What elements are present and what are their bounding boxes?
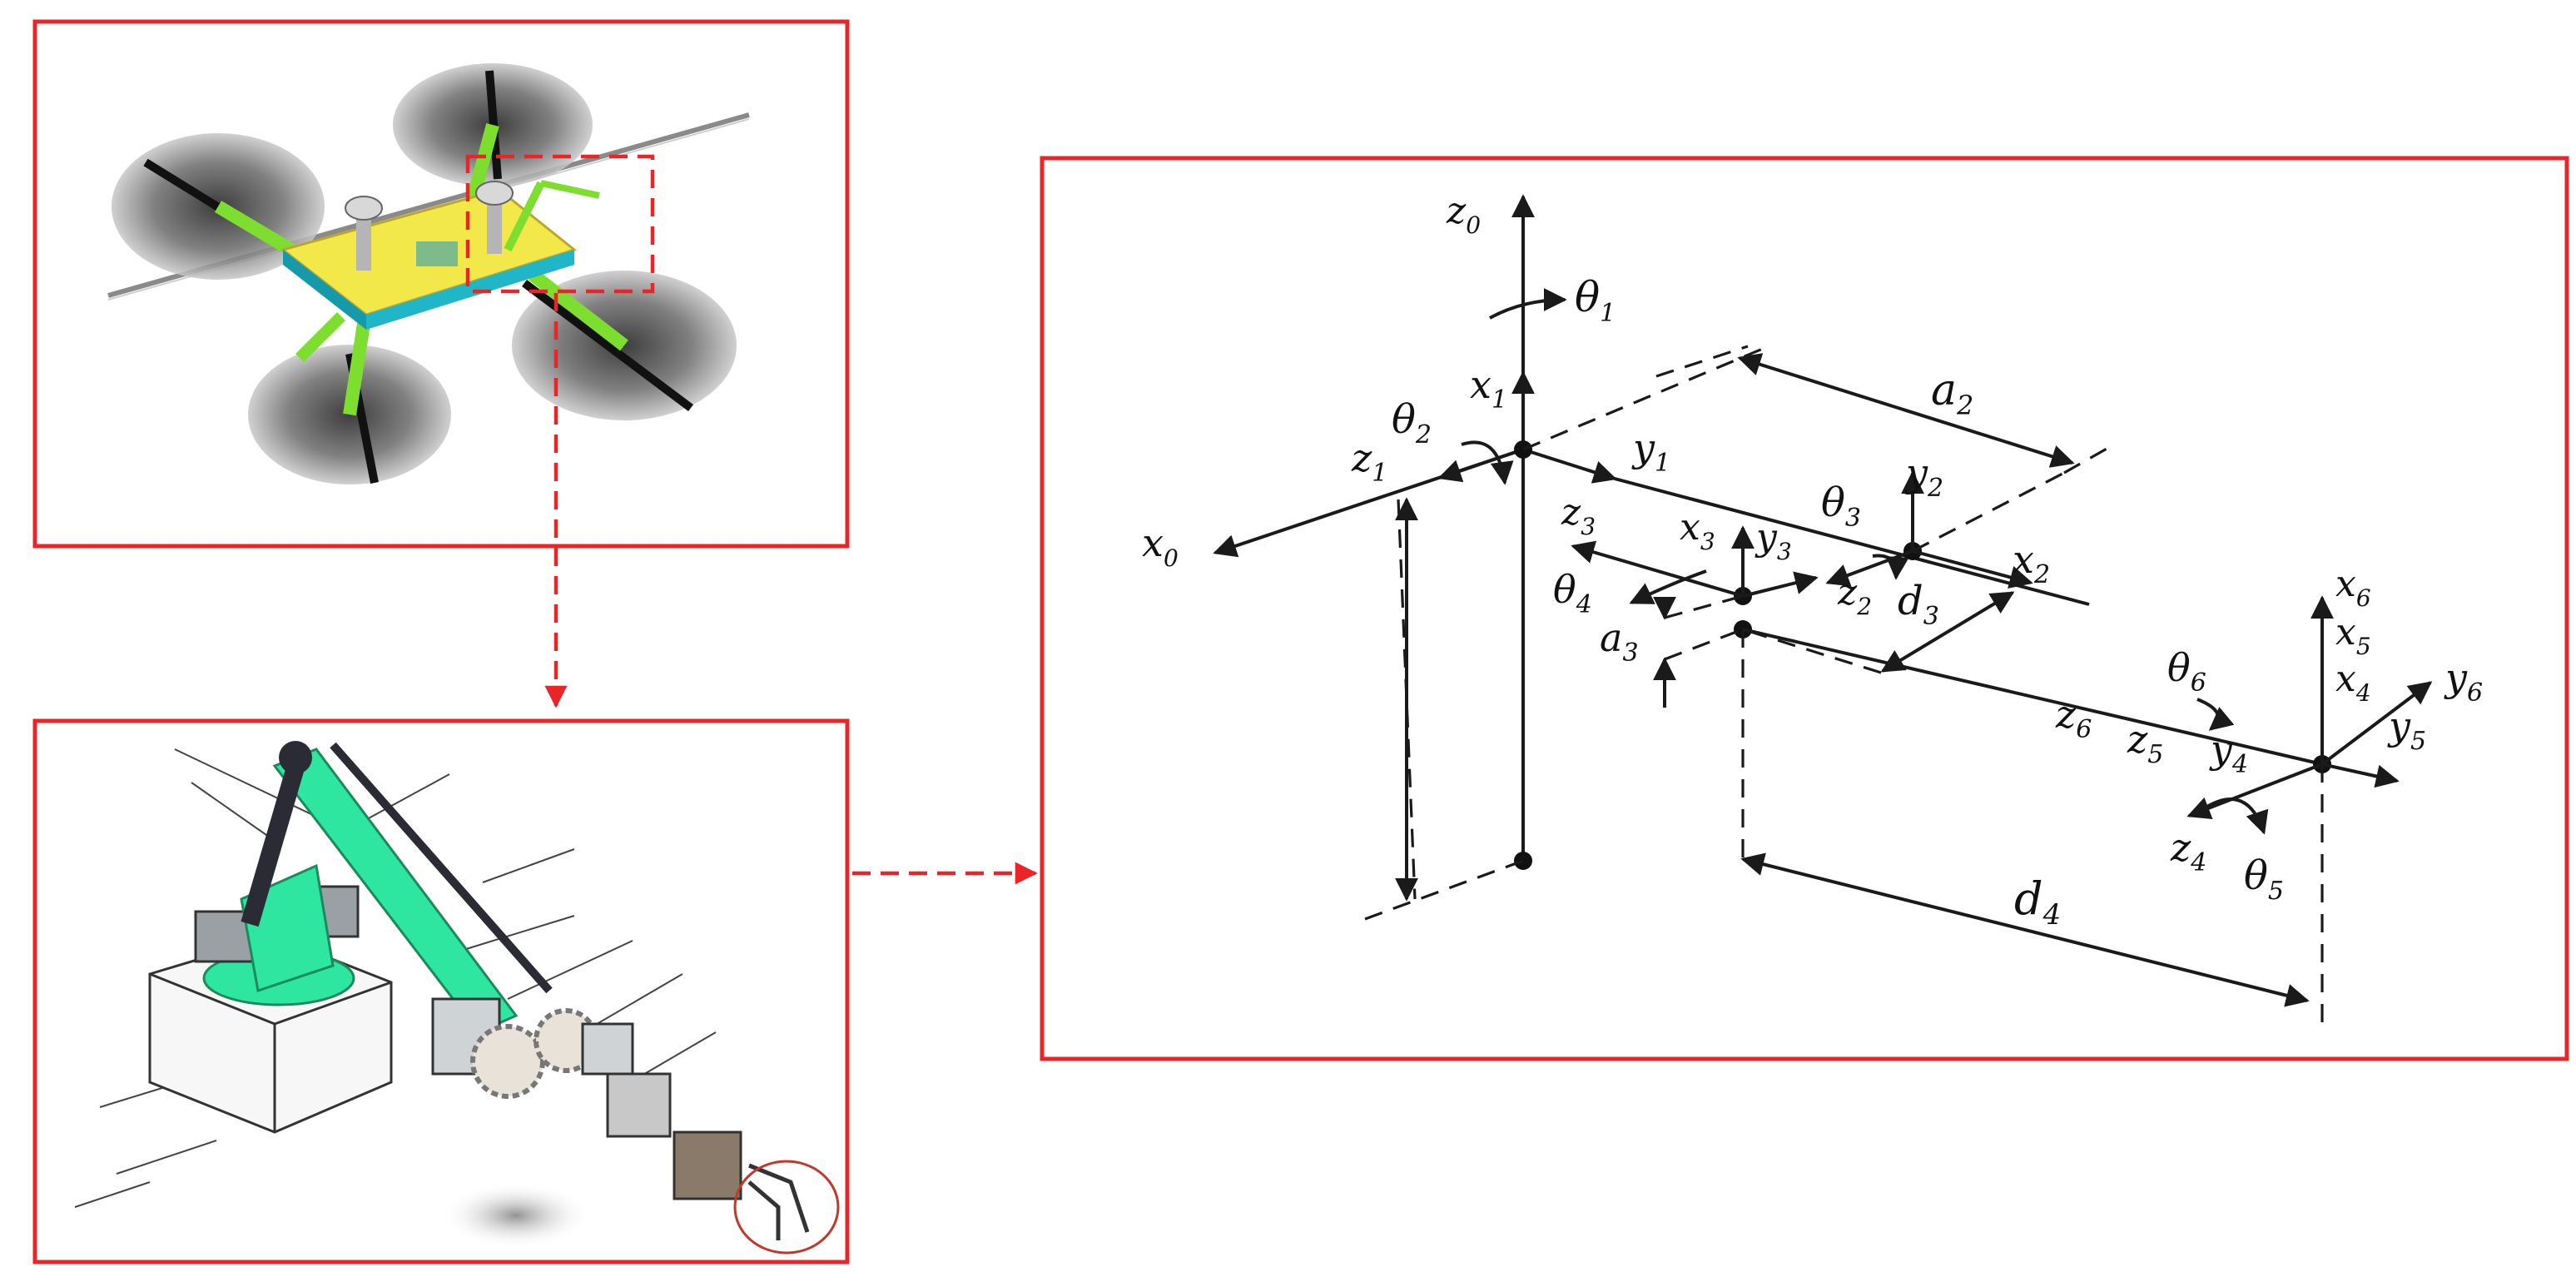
link-4-line — [1742, 628, 2323, 766]
label-theta6: θ6 — [2167, 645, 2206, 698]
label-y6: y6 — [2444, 655, 2483, 708]
label-z0: z0 — [1446, 190, 1481, 239]
label-x6: x6 — [2335, 563, 2371, 612]
theta4-rotation-arrow — [1629, 569, 1707, 604]
label-x0: x0 — [1142, 520, 1179, 572]
label-z2: z2 — [1837, 571, 1872, 620]
y6-axis — [2320, 681, 2433, 766]
arm-render-panel — [32, 718, 850, 1265]
y1-axis — [1522, 448, 1617, 484]
y5-axis — [2321, 763, 2400, 788]
z3-axis — [1571, 540, 1744, 598]
y3-axis — [1742, 571, 1819, 598]
label-y1: y1 — [1631, 425, 1670, 478]
drone-render-panel — [32, 19, 850, 549]
gear-icon — [470, 1024, 545, 1099]
label-d4: d4 — [2014, 872, 2061, 932]
arm-panel-frame — [32, 718, 850, 1265]
label-z4: z4 — [2170, 825, 2206, 877]
label-z1: z1 — [1351, 435, 1387, 488]
end-effector-block — [673, 1130, 742, 1200]
label-a2: a2 — [1931, 365, 1973, 421]
label-y4: y4 — [2209, 727, 2248, 779]
label-x2: x2 — [2013, 537, 2050, 589]
d3-dimension-arrow — [1880, 591, 2015, 673]
drone-panel-frame — [32, 19, 850, 549]
label-y3: y3 — [1755, 516, 1792, 565]
label-x4: x4 — [2335, 658, 2371, 707]
label-z3: z3 — [1561, 491, 1596, 540]
label-x3: x3 — [1680, 506, 1715, 555]
a2-dimension-arrow — [1737, 353, 2075, 468]
label-d3: d3 — [1898, 578, 1939, 631]
label-x5: x5 — [2335, 611, 2371, 660]
z4-axis — [2186, 763, 2323, 819]
label-theta1: θ1 — [1575, 273, 1616, 328]
label-theta5: θ5 — [2244, 852, 2284, 906]
diagram-panel-frame — [1040, 156, 2569, 1061]
label-y5: y5 — [2387, 703, 2426, 756]
gripper-jaws — [747, 1163, 810, 1240]
pulley-wheel — [345, 196, 383, 221]
label-z6: z6 — [2055, 692, 2092, 744]
label-y2: y2 — [1904, 450, 1943, 503]
label-x1: x1 — [1470, 362, 1507, 415]
theta5-rotation-arrow — [2204, 798, 2269, 835]
z1-axis — [1437, 448, 1524, 483]
theta1-rotation-arrow — [1489, 288, 1567, 320]
theta3-rotation-arrow — [1872, 554, 1909, 580]
x2-axis — [1912, 549, 2033, 589]
arm-highlight-box — [465, 154, 655, 294]
arm-parallel-link — [241, 750, 309, 927]
kinematic-diagram-panel: z0 θ1 x1 θ2 z1 y1 x0 a2 y2 θ3 z3 x3 y3 x… — [1040, 156, 2569, 1061]
theta6-rotation-arrow — [2196, 698, 2235, 731]
gripper-highlight-circle — [733, 1160, 840, 1255]
label-z5: z5 — [2127, 717, 2163, 769]
d4-dimension-arrow — [1740, 852, 2310, 1007]
label-theta4: θ4 — [1553, 567, 1592, 619]
base-node — [1514, 852, 1532, 870]
label-theta2: θ2 — [1392, 396, 1432, 450]
theta2-rotation-arrow — [1461, 440, 1514, 485]
label-a3: a3 — [1600, 615, 1639, 668]
label-theta3: θ3 — [1821, 480, 1861, 533]
